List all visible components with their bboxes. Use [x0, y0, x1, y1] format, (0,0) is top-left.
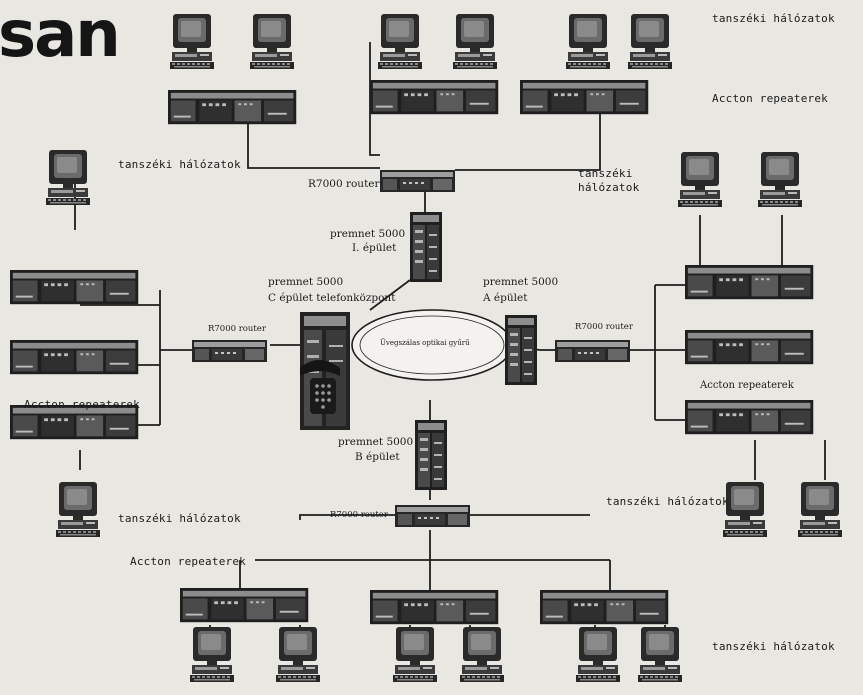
repeater-hub [10, 340, 139, 375]
computer-icon [378, 14, 422, 69]
router-device [555, 340, 630, 362]
computer-icon [46, 150, 90, 205]
repeater-hub [685, 265, 814, 300]
repeater-hub [685, 400, 814, 435]
label-accton-repeaterek: Accton repeaterek [130, 555, 246, 568]
repeater-hub [168, 90, 297, 125]
repeater-hub [370, 590, 499, 625]
premnet-switch-1 [410, 212, 442, 282]
label-r7000-router: R7000 router [208, 324, 266, 334]
computer-icon [56, 482, 100, 537]
computer-icon [453, 14, 497, 69]
premnet-switch-b [415, 420, 447, 490]
computer-icon [393, 627, 437, 682]
label-tanszeki-halozatok: tanszéki hálózatok [712, 640, 835, 653]
label-premnet-5000: premnet 5000 [338, 436, 414, 448]
label-i-epulet: I. épület [352, 242, 397, 254]
label-premnet-5000: premnet 5000 [268, 276, 344, 288]
computer-icon [678, 152, 722, 207]
premnet-switch-a [505, 315, 537, 385]
repeater-hub [10, 270, 139, 305]
label-c-epulet-telefonkozpont: C épület telefonközpont [268, 292, 396, 304]
label-r7000-router: R7000 router [575, 322, 633, 332]
repeater-hub [370, 80, 499, 115]
label-premnet-5000: premnet 5000 [483, 276, 559, 288]
label-tanszeki-halozatok: tanszéki hálózatok [118, 512, 241, 525]
label-b-epulet: B épület [355, 451, 400, 463]
label-r7000-router: R7000 router [308, 178, 380, 190]
repeater-hub [180, 588, 309, 623]
computer-icon [638, 627, 682, 682]
router-device [395, 505, 470, 527]
label-tanszeki-halozatok: tanszéki hálózatok [118, 158, 241, 171]
computer-icon [576, 627, 620, 682]
computer-icon [723, 482, 767, 537]
router-device [192, 340, 267, 362]
label-tanszeki: tanszéki [578, 167, 633, 180]
repeater-hub [520, 80, 649, 115]
label-premnet-5000: premnet 5000 [330, 228, 406, 240]
computer-icon [190, 627, 234, 682]
telephone-exchange [300, 312, 350, 430]
repeater-hub [685, 330, 814, 365]
router-device [380, 170, 455, 192]
label-accton-repeaterek: Accton repeaterek [700, 380, 794, 391]
label-a-epulet: A épület [483, 292, 528, 304]
label-r7000-router: R7000 router [330, 510, 388, 520]
label-halozatok: hálózatok [578, 181, 640, 194]
repeater-hub [540, 590, 669, 625]
computer-icon [170, 14, 214, 69]
header-partial-word: san [0, 0, 121, 72]
optical-ring-inner [359, 315, 505, 375]
computer-icon [250, 14, 294, 69]
computer-icon [758, 152, 802, 207]
label-accton-repeaterek: Accton repeaterek [24, 398, 140, 411]
computer-icon [798, 482, 842, 537]
label-tanszeki-halozatok: tanszéki hálózatok [712, 12, 835, 25]
computer-icon [276, 627, 320, 682]
computer-icon [566, 14, 610, 69]
computer-icon [460, 627, 504, 682]
label-tanszeki-halozatok: tanszéki hálózatok [606, 495, 729, 508]
label-accton-repeaterek: Accton repeaterek [712, 92, 828, 105]
label-optical-ring: Üvegszálas optikai gyűrű [380, 339, 470, 347]
computer-icon [628, 14, 672, 69]
